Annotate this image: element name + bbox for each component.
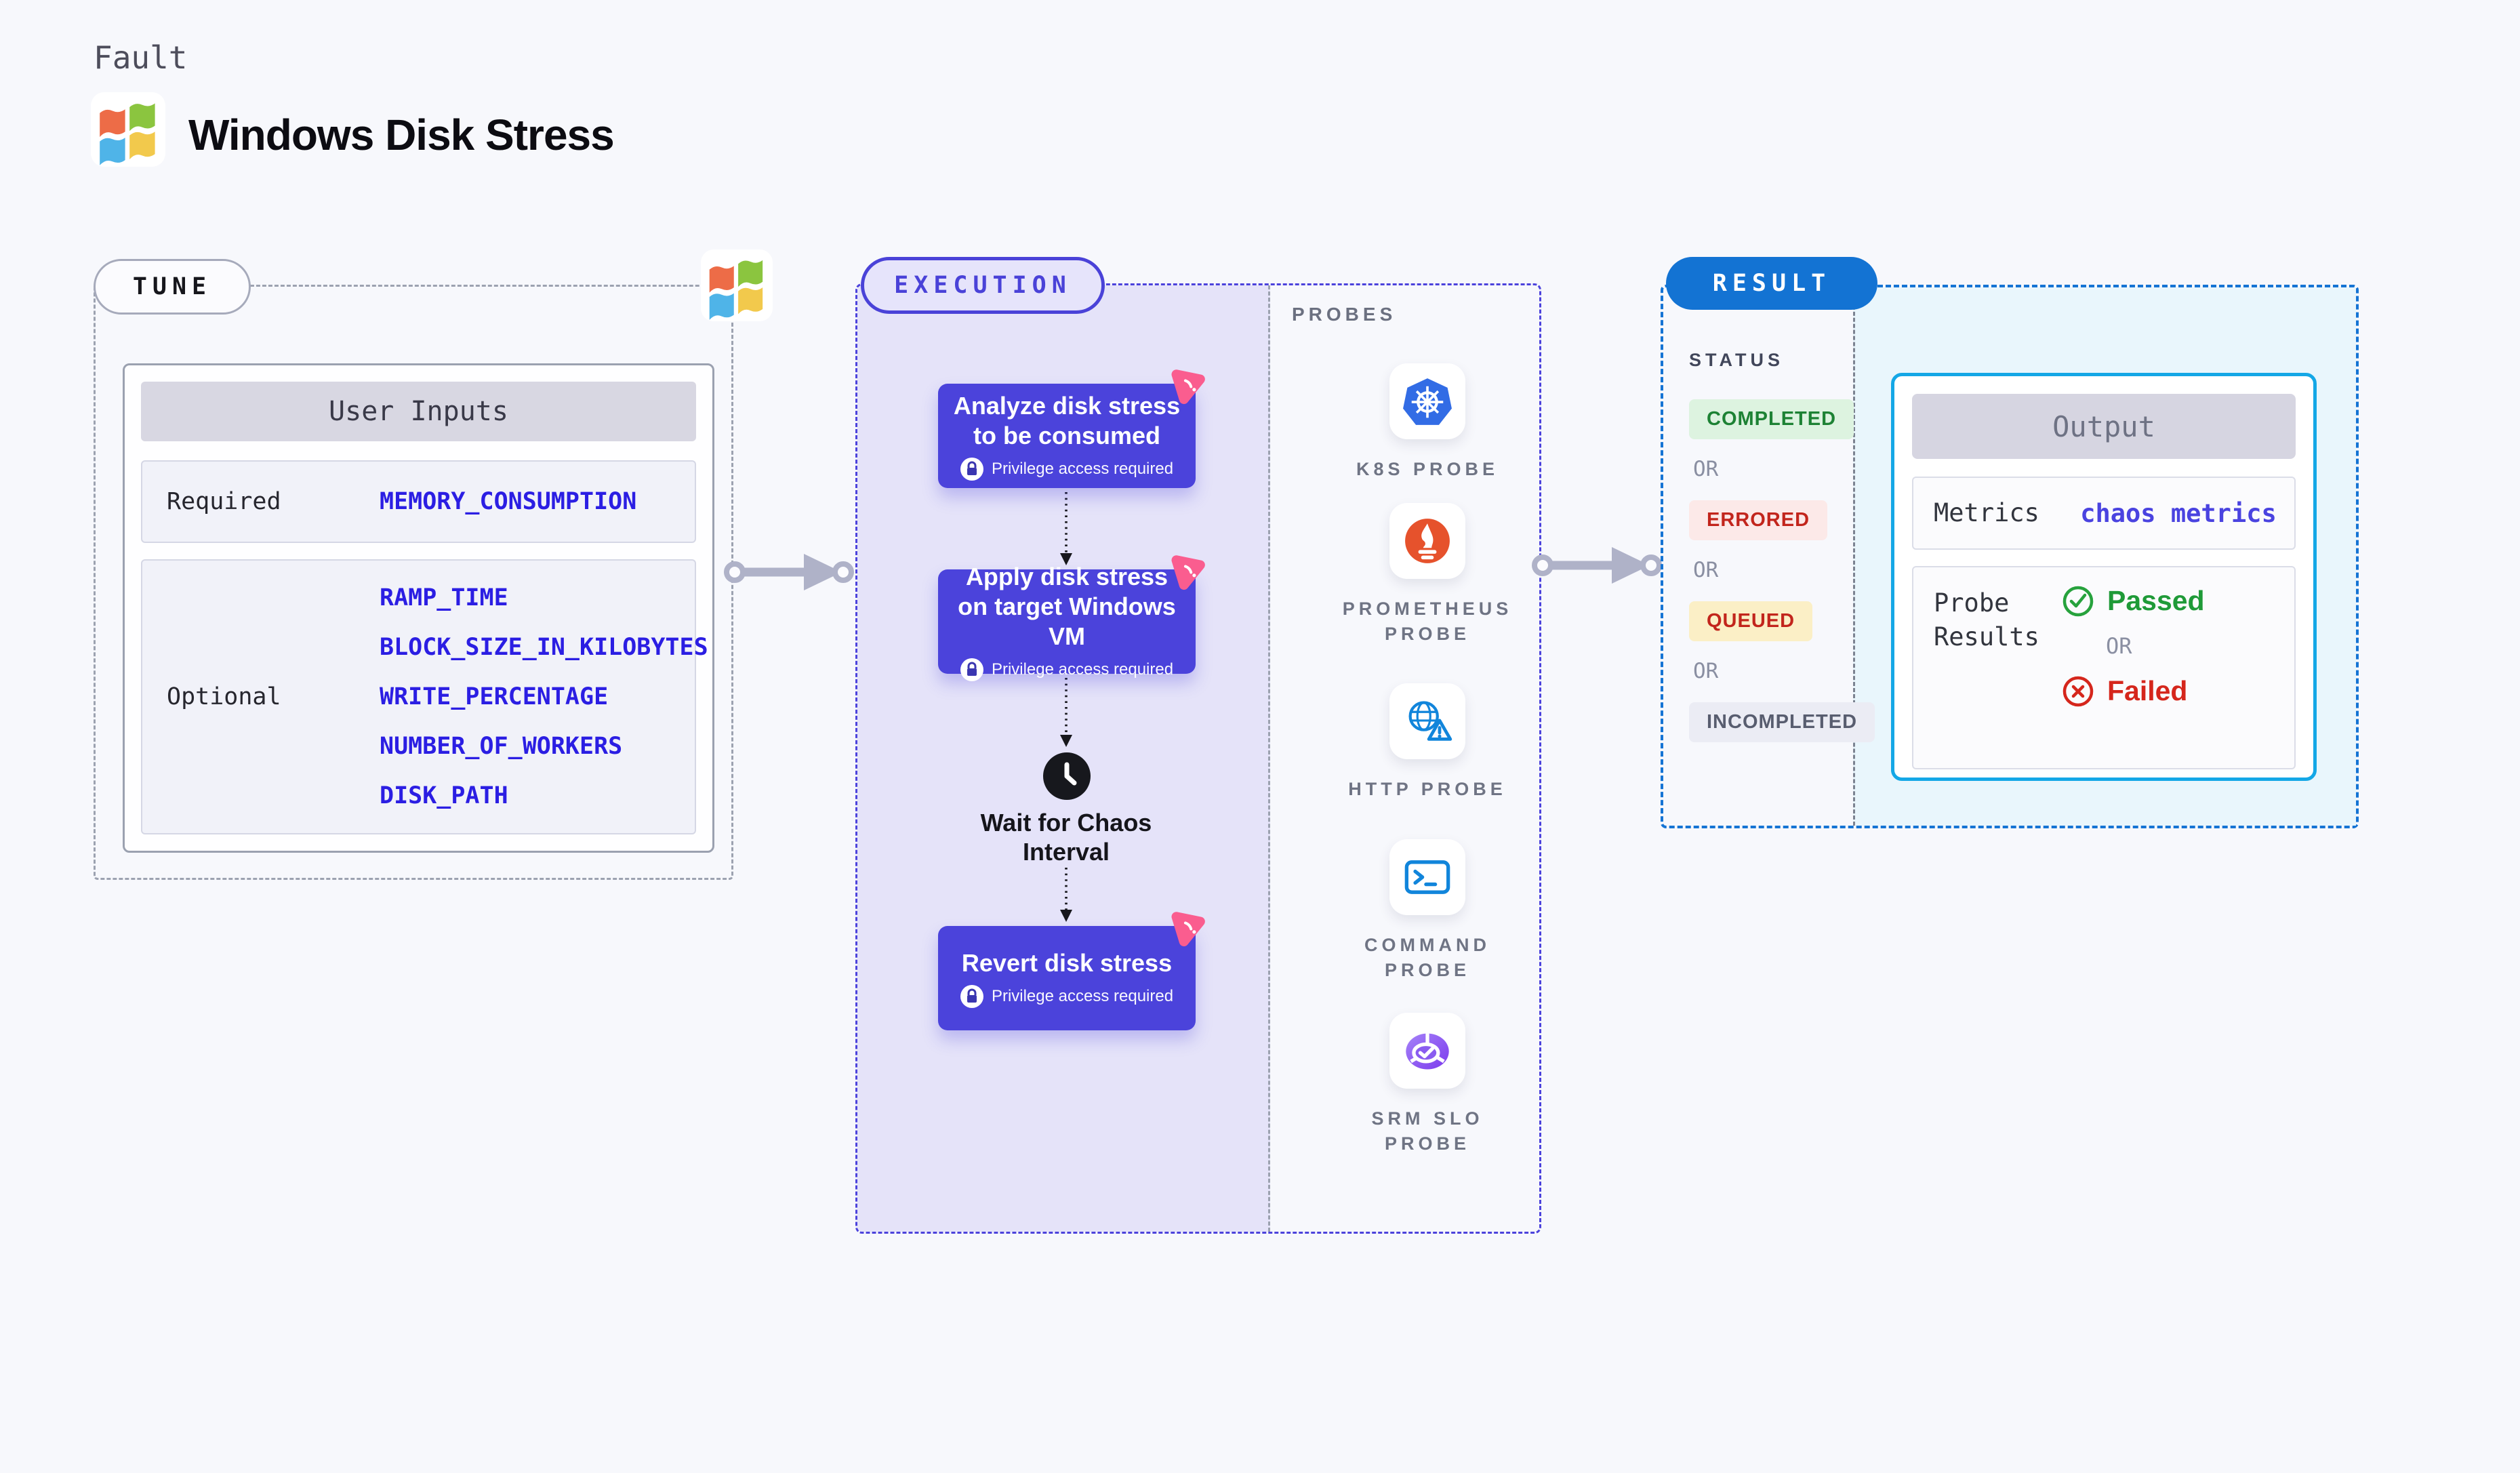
- param-item: MEMORY_CONSUMPTION: [380, 488, 637, 515]
- step-connector-arrow: [1060, 868, 1072, 922]
- or-label: OR: [1693, 558, 1719, 582]
- param-item: BLOCK_SIZE_IN_KILOBYTES: [380, 634, 708, 661]
- tune-badge: TUNE: [94, 259, 251, 315]
- probes-label: PROBES: [1292, 304, 1397, 325]
- flow-arrow-icon: [724, 554, 854, 590]
- probe-results-label: Probe Results: [1934, 588, 2039, 651]
- probe-label: HTTP PROBE: [1348, 779, 1507, 799]
- lock-icon: [960, 458, 983, 481]
- step-title: Analyze disk stress to be consumed: [953, 392, 1181, 449]
- step-analyze: Analyze disk stress to be consumed Privi…: [938, 369, 1205, 488]
- metrics-row: Metrics chaos metrics: [1912, 477, 2296, 550]
- execution-badge: EXECUTION: [861, 257, 1105, 314]
- wait-step-label: Wait for Chaos Interval: [980, 809, 1152, 866]
- http-probe-icon: [1408, 701, 1452, 741]
- probe-label: PROMETHEUS PROBE: [1342, 599, 1513, 644]
- chaos-icon: [1171, 369, 1205, 405]
- step-title: Revert disk stress: [961, 949, 1173, 977]
- output-card: Output Metrics chaos metrics Probe Resul…: [1891, 373, 2317, 781]
- user-inputs-table: User Inputs Required MEMORY_CONSUMPTION …: [123, 363, 714, 853]
- required-label: Required: [167, 488, 281, 515]
- passed-label: Passed: [2107, 585, 2205, 616]
- srm-slo-probe-icon: [1406, 1032, 1449, 1070]
- failed-verdict: Failed: [2062, 675, 2294, 707]
- privilege-note: Privilege access required: [991, 460, 1174, 478]
- page-title: Windows Disk Stress: [188, 110, 615, 159]
- windows-logo-icon: [91, 92, 165, 167]
- flow-arrow-icon: [1532, 547, 1662, 584]
- optional-row: Optional RAMP_TIME BLOCK_SIZE_IN_KILOBYT…: [141, 559, 708, 834]
- fault-kicker: Fault: [94, 39, 188, 76]
- passed-verdict: Passed: [2062, 585, 2294, 617]
- output-header: Output: [1912, 394, 2296, 459]
- chaos-metrics-link[interactable]: chaos metrics: [2080, 498, 2277, 528]
- param-item: WRITE_PERCENTAGE: [380, 683, 609, 710]
- probe-results-row: Probe Results Passed OR Faile: [1912, 566, 2296, 769]
- wait-clock-icon: [1043, 752, 1091, 800]
- passed-check-icon: [2062, 586, 2094, 616]
- probe-label: SRM SLO PROBE: [1371, 1108, 1484, 1154]
- privilege-note: Privilege access required: [991, 660, 1174, 679]
- probe-item: K8S PROBE: [1305, 363, 1549, 482]
- metrics-label: Metrics: [1934, 498, 2039, 527]
- command-probe-icon: [1404, 860, 1450, 894]
- or-label: OR: [1693, 457, 1719, 481]
- chaos-icon: [1171, 912, 1205, 947]
- probe-tile: [1389, 839, 1465, 915]
- privilege-note: Privilege access required: [991, 987, 1174, 1005]
- user-inputs-header: User Inputs: [141, 382, 696, 441]
- param-item: NUMBER_OF_WORKERS: [380, 733, 623, 760]
- prometheus-icon: [1405, 519, 1450, 563]
- probe-tile: [1389, 363, 1465, 439]
- probe-tile: [1389, 503, 1465, 579]
- failed-label: Failed: [2107, 675, 2188, 706]
- failed-x-icon: [2062, 676, 2094, 706]
- windows-logo-icon: [701, 249, 773, 321]
- probe-label: K8S PROBE: [1356, 459, 1499, 479]
- kubernetes-icon: [1403, 378, 1452, 425]
- status-badge-queued: QUEUED: [1689, 601, 1813, 641]
- param-item: RAMP_TIME: [380, 584, 508, 611]
- probe-item: SRM SLO PROBE: [1305, 1013, 1549, 1156]
- status-badge-incompleted: INCOMPLETED: [1689, 702, 1875, 742]
- step-connector-arrow: [1060, 678, 1072, 747]
- status-label: STATUS: [1689, 350, 1784, 370]
- status-badge-errored: ERRORED: [1689, 500, 1828, 540]
- step-title: Apply disk stress on target Windows VM: [958, 563, 1176, 650]
- probe-tile: [1389, 683, 1465, 759]
- status-column: STATUS COMPLETED OR ERRORED OR QUEUED OR…: [1689, 350, 1875, 742]
- probe-tile: [1389, 1013, 1465, 1089]
- optional-label: Optional: [167, 683, 281, 710]
- probe-item: COMMAND PROBE: [1305, 839, 1549, 983]
- status-badge-completed: COMPLETED: [1689, 399, 1854, 439]
- lock-icon: [960, 985, 983, 1008]
- probe-label: COMMAND PROBE: [1364, 935, 1490, 980]
- probe-item: HTTP PROBE: [1305, 683, 1549, 802]
- probe-item: PROMETHEUS PROBE: [1305, 503, 1549, 647]
- step-apply: Apply disk stress on target Windows VM P…: [938, 555, 1205, 681]
- result-badge: RESULT: [1666, 257, 1877, 310]
- or-label: OR: [2106, 633, 2132, 659]
- step-connector-arrow: [1060, 492, 1072, 565]
- or-label: OR: [1693, 659, 1719, 683]
- required-row: Required MEMORY_CONSUMPTION: [141, 460, 696, 543]
- step-revert: Revert disk stress Privilege access requ…: [938, 912, 1205, 1030]
- lock-icon: [960, 658, 983, 681]
- chaos-icon: [1171, 555, 1205, 590]
- param-item: DISK_PATH: [380, 782, 508, 809]
